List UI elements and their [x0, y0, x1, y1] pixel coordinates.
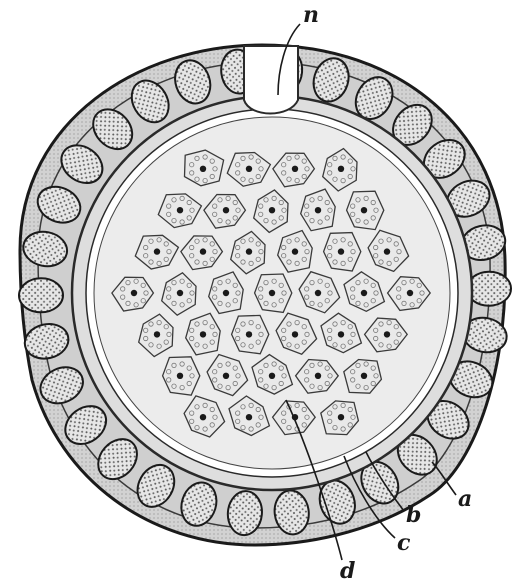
cell-nucleus: [269, 373, 275, 379]
cell-nucleus: [361, 290, 367, 296]
cell-nucleus: [246, 166, 252, 172]
cell-nucleus: [338, 248, 344, 254]
cell-nucleus: [292, 248, 298, 254]
cell-nucleus: [292, 331, 298, 337]
cell-nucleus: [200, 331, 206, 337]
ring-cell: [19, 278, 63, 313]
cell-nucleus: [223, 290, 229, 296]
cell-nucleus: [315, 373, 321, 379]
cell-nucleus: [338, 414, 344, 420]
cell-nucleus: [177, 207, 183, 213]
cell-nucleus: [223, 373, 229, 379]
cell-nucleus: [200, 248, 206, 254]
cell-nucleus: [177, 290, 183, 296]
label-c: c: [397, 530, 411, 556]
cell-nucleus: [246, 414, 252, 420]
label-n: n: [303, 2, 319, 28]
cell-nucleus: [154, 248, 160, 254]
cell-nucleus: [269, 207, 275, 213]
cell-nucleus: [384, 248, 390, 254]
cell-nucleus: [338, 166, 344, 172]
cell-nucleus: [200, 166, 206, 172]
cell-nucleus: [361, 373, 367, 379]
cell-nucleus: [246, 248, 252, 254]
cell-nucleus: [361, 207, 367, 213]
cell-nucleus: [384, 331, 390, 337]
cell-nucleus: [315, 290, 321, 296]
cell-nucleus: [269, 290, 275, 296]
label-d: d: [340, 558, 355, 582]
label-b: b: [406, 502, 421, 528]
cell-nucleus: [315, 207, 321, 213]
cell-nucleus: [200, 414, 206, 420]
cell-nucleus: [154, 331, 160, 337]
label-a: a: [458, 486, 472, 512]
ring-cell: [467, 271, 511, 306]
cell-nucleus: [338, 331, 344, 337]
cell-nucleus: [131, 290, 137, 296]
cell-nucleus: [177, 373, 183, 379]
cell-nucleus: [246, 331, 252, 337]
cell-nucleus: [407, 290, 413, 296]
cell-nucleus: [223, 207, 229, 213]
cell-nucleus: [292, 166, 298, 172]
micropyle: [244, 46, 298, 114]
